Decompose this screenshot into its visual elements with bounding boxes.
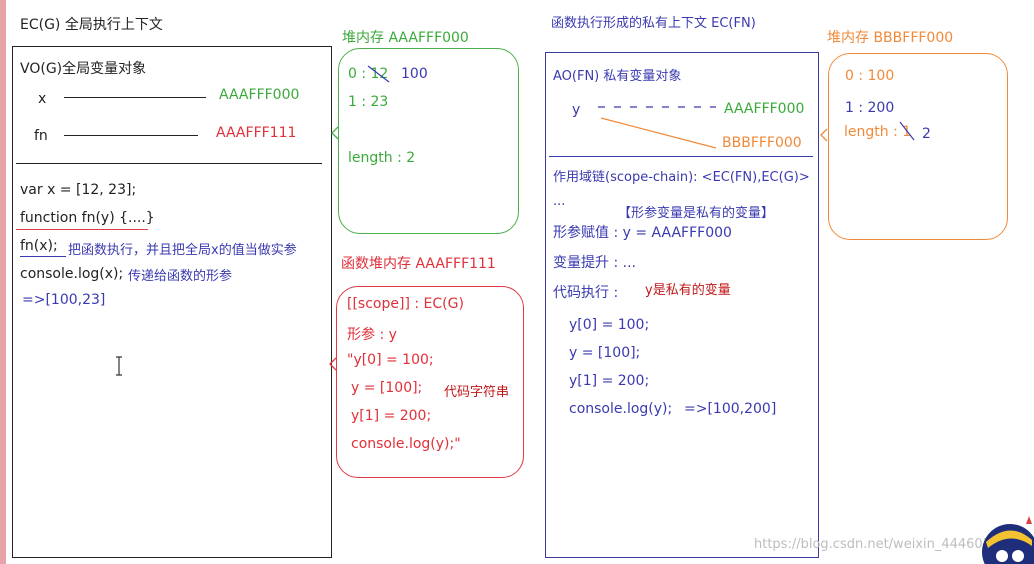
ec-global-title: EC(G) 全局执行上下文 — [20, 17, 163, 33]
text-cursor-icon — [116, 356, 122, 376]
ec-fn-title: 函数执行形成的私有上下文 EC(FN) — [551, 16, 756, 31]
var-y-new-address: BBBFFF000 — [722, 135, 802, 151]
code-line-fn-call: fn(x); — [20, 238, 58, 254]
ec-fn-code-3: y[1] = 200; — [569, 373, 650, 389]
ec-fn-ellipsis: ... — [553, 194, 566, 209]
strike-through-mark — [367, 65, 390, 83]
heap-fn-box — [336, 286, 524, 478]
var-y-new-pointer-line — [600, 117, 717, 149]
heap-fn-line-code2: y = [100]; — [351, 380, 423, 396]
avatar-mascot-icon — [982, 516, 1034, 564]
heap-fn-connector — [329, 357, 337, 371]
hoisting: 变量提升 : ... — [553, 255, 636, 271]
heap-b-length-new: 2 — [922, 126, 931, 142]
heap-fn-line-scope: [[scope]] : EC(G) — [347, 296, 464, 312]
left-window-strip — [0, 0, 6, 564]
ec-fn-output: =>[100,200] — [684, 401, 777, 417]
code-line-console: console.log(x); — [20, 266, 124, 282]
heap-fn-note: 代码字符串 — [444, 385, 510, 400]
var-fn-address: AAAFFF111 — [216, 125, 297, 141]
global-output: =>[100,23] — [22, 292, 106, 308]
ec-fn-code-4: console.log(y); — [569, 401, 673, 417]
heap-a-item0-new: 100 — [401, 66, 428, 82]
exec-note: y是私有的变量 — [645, 283, 731, 298]
heap-a-box — [338, 48, 519, 234]
heap-fn-line-param: 形参 : y — [347, 327, 397, 343]
heap-a-title: 堆内存 AAAFFF000 — [342, 30, 469, 46]
ec-fn-code-2: y = [100]; — [569, 345, 641, 361]
function-underline — [16, 229, 148, 230]
var-x-pointer-line — [64, 97, 206, 98]
code-line-function-fn: function fn(y) {....} — [20, 210, 155, 226]
ao-divider — [549, 156, 813, 157]
note-console: 传递给函数的形参 — [128, 269, 233, 284]
code-line-var-x: var x = [12, 23]; — [20, 182, 137, 198]
heap-a-item0-old: 0 : 12 — [348, 66, 389, 82]
var-y-label: y — [572, 102, 581, 118]
heap-b-connector — [820, 128, 828, 142]
ec-fn-code-1: y[0] = 100; — [569, 317, 650, 333]
exec-label: 代码执行 : — [553, 285, 619, 301]
var-fn-pointer-line — [64, 135, 198, 136]
heap-a-connector — [331, 126, 339, 140]
ec-global-box — [12, 46, 332, 558]
ec-fn-box — [545, 52, 819, 558]
heap-fn-title: 函数堆内存 AAAFFF111 — [341, 256, 496, 272]
vo-global-title: VO(G)全局变量对象 — [20, 61, 147, 77]
heap-fn-line-code4: console.log(y);" — [351, 436, 461, 452]
heap-fn-line-code3: y[1] = 200; — [351, 408, 432, 424]
param-assign: 形参赋值 : y = AAAFFF000 — [553, 225, 732, 241]
note-param-private: 【形参变量是私有的变量】 — [618, 206, 775, 221]
heap-b-title: 堆内存 BBBFFF000 — [827, 30, 954, 46]
heap-b-box — [828, 53, 1008, 240]
watermark: https://blog.csdn.net/weixin_44460335 — [754, 537, 1008, 552]
var-y-old-pointer-line — [598, 106, 716, 108]
ao-fn-title: AO(FN) 私有变量对象 — [553, 69, 682, 84]
var-fn-label: fn — [34, 128, 48, 144]
heap-b-length-old: length : 1 — [844, 124, 912, 140]
heap-a-length: length : 2 — [348, 150, 416, 166]
heap-a-item1: 1 : 23 — [348, 94, 389, 110]
var-x-address: AAAFFF000 — [219, 87, 300, 103]
heap-b-item0: 0 : 100 — [845, 68, 895, 84]
var-x-label: x — [38, 91, 47, 107]
strike-through-mark-b — [899, 121, 915, 141]
vo-divider — [16, 163, 322, 164]
heap-fn-line-code1: "y[0] = 100; — [347, 352, 434, 368]
note-fn-call: 把函数执行，并且把全局x的值当做实参 — [68, 243, 297, 258]
scope-chain: 作用域链(scope-chain): <EC(FN),EC(G)> — [553, 170, 810, 185]
fn-call-underline — [20, 256, 66, 257]
heap-b-item1: 1 : 200 — [845, 100, 895, 116]
var-y-old-address: AAAFFF000 — [724, 101, 805, 117]
